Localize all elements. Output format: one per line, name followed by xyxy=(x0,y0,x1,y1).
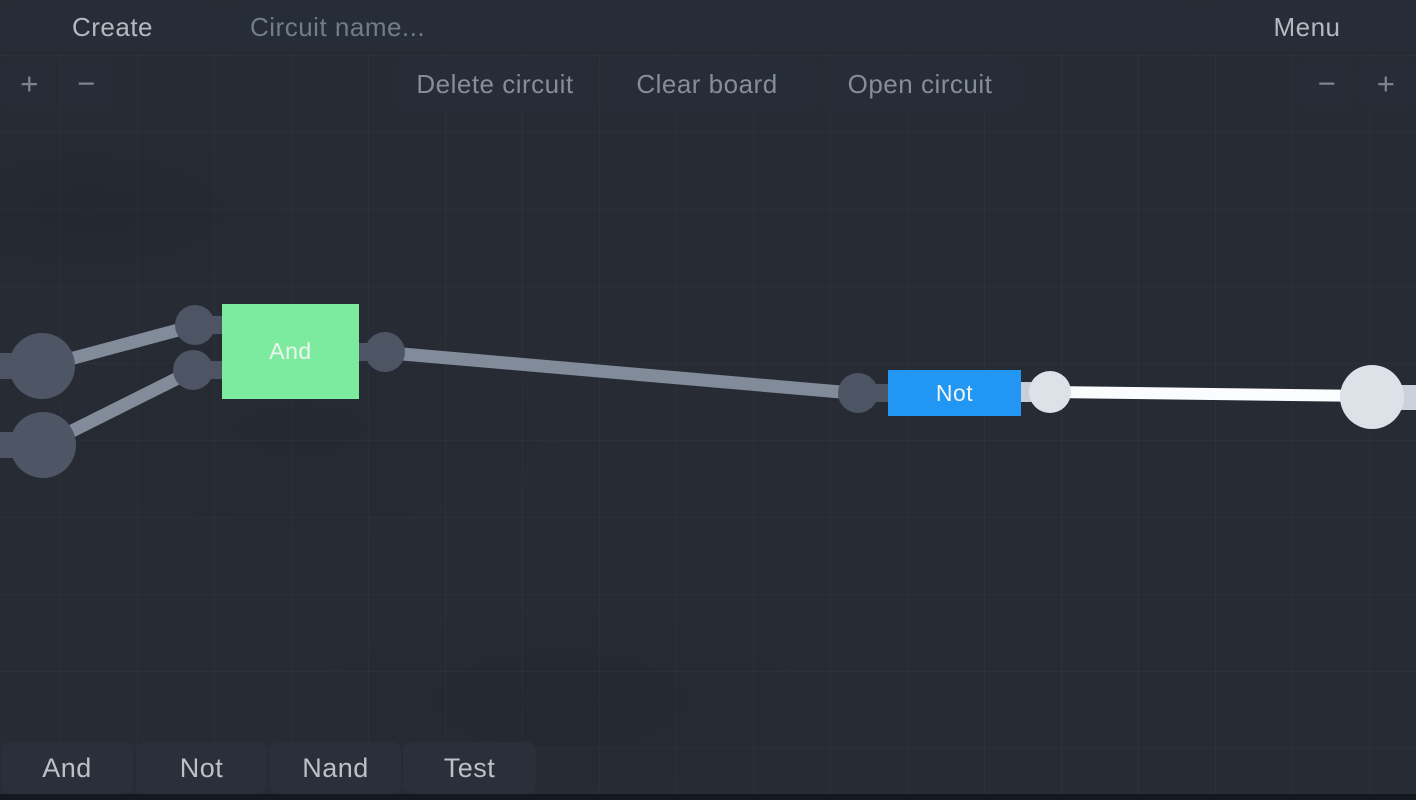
gate-and[interactable]: And xyxy=(222,304,359,399)
delete-circuit-button[interactable]: Delete circuit xyxy=(397,58,593,110)
wire[interactable] xyxy=(384,345,859,400)
input-switch[interactable] xyxy=(10,412,76,478)
palette-item-test[interactable]: Test xyxy=(403,742,536,794)
open-circuit-button[interactable]: Open circuit xyxy=(821,58,1019,110)
gate-pin[interactable] xyxy=(1029,371,1071,413)
palette-item-not[interactable]: Not xyxy=(136,742,267,794)
gate-label: And xyxy=(269,338,312,364)
zoom-out-button-right[interactable]: − xyxy=(1300,59,1354,108)
zoom-in-button-right[interactable]: + xyxy=(1360,59,1412,108)
zoom-in-button-left[interactable]: + xyxy=(4,59,55,109)
gate-pin[interactable] xyxy=(175,305,215,345)
gate-not[interactable]: Not xyxy=(888,370,1021,416)
gate-pin[interactable] xyxy=(838,373,878,413)
gate-pin[interactable] xyxy=(365,332,405,372)
input-switch[interactable] xyxy=(9,333,75,399)
bottom-edge-strip xyxy=(0,794,1416,800)
gate-label: Not xyxy=(935,379,974,406)
palette-item-and[interactable]: And xyxy=(1,742,133,794)
create-button[interactable]: Create xyxy=(3,2,222,52)
wire[interactable] xyxy=(1049,386,1373,402)
zoom-out-button-left[interactable]: − xyxy=(61,59,112,109)
output-lamp[interactable] xyxy=(1340,365,1404,429)
clear-board-button[interactable]: Clear board xyxy=(600,58,814,110)
gate-pin[interactable] xyxy=(173,350,213,390)
palette-item-nand[interactable]: Nand xyxy=(270,742,401,794)
circuit-name-input[interactable] xyxy=(228,2,1196,52)
menu-button[interactable]: Menu xyxy=(1200,2,1414,52)
